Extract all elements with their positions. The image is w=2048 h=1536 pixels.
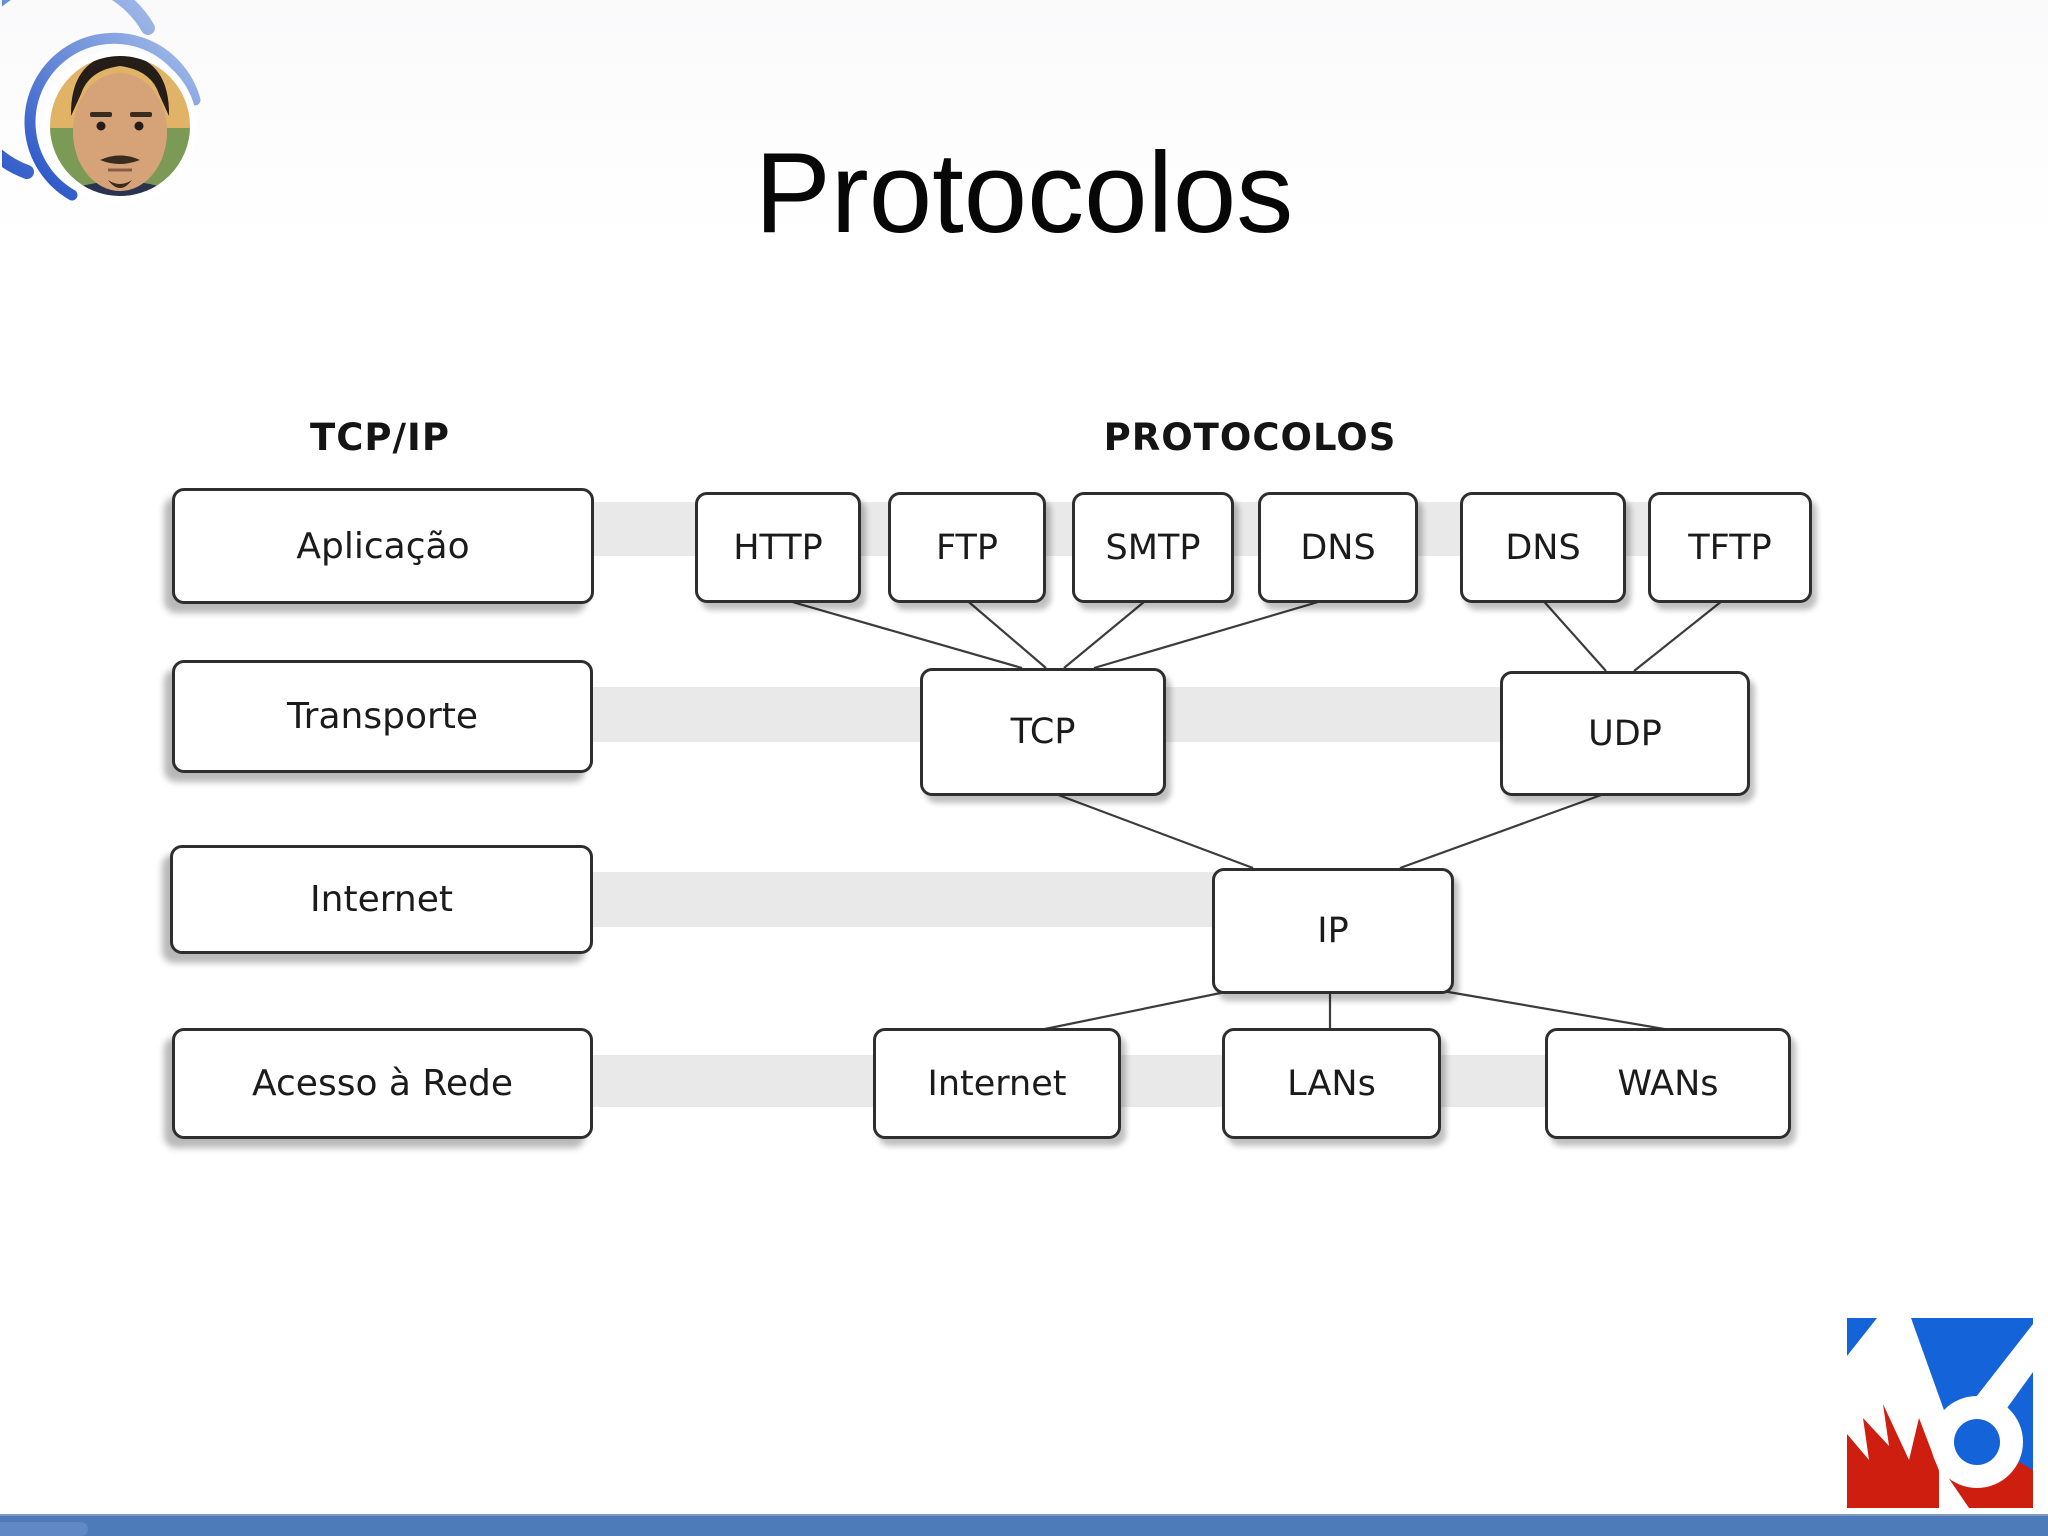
protocol-box-smtp: SMTP — [1072, 492, 1234, 603]
protocol-label: FTP — [935, 527, 998, 568]
layer-box-label: Internet — [310, 879, 453, 920]
avatar-graphic — [0, 0, 201, 203]
connector-line — [774, 595, 1023, 670]
connector-line — [1093, 595, 1336, 670]
connector-line — [1399, 788, 1616, 870]
protocol-box-dns-1: DNS — [1258, 492, 1418, 603]
protocol-label: UDP — [1588, 713, 1662, 754]
layer-band-internet — [575, 872, 1335, 927]
protocol-box-udp: UDP — [1500, 671, 1750, 796]
connector-line — [1633, 596, 1728, 672]
protocol-box-ip: IP — [1212, 868, 1454, 994]
protocol-box-tcp: TCP — [920, 668, 1166, 796]
protocol-label: DNS — [1300, 527, 1376, 568]
protocol-box-tftp: TFTP — [1648, 492, 1812, 603]
footer-bar-left-tab — [0, 1522, 88, 1536]
protocol-box-http: HTTP — [695, 492, 861, 603]
avatar — [0, 0, 242, 249]
protocol-box-lans: LANs — [1222, 1028, 1441, 1139]
column-header-protocolos: PROTOCOLOS — [1103, 416, 1397, 459]
protocol-label: IP — [1317, 911, 1349, 951]
layer-box-label: Acesso à Rede — [252, 1063, 513, 1104]
connector-line — [1424, 986, 1671, 1032]
protocol-box-ftp: FTP — [888, 492, 1046, 603]
layer-box-acesso-a-rede: Acesso à Rede — [172, 1028, 593, 1139]
footer-bar — [0, 1514, 2048, 1536]
layer-box-label: Transporte — [286, 696, 479, 737]
connector-line — [1039, 986, 1246, 1032]
protocol-label: Internet — [927, 1063, 1067, 1104]
layer-box-transporte: Transporte — [172, 660, 593, 773]
layer-box-aplicacao: Aplicação — [172, 488, 594, 604]
protocol-box-internet: Internet — [873, 1028, 1121, 1139]
protocol-label: LANs — [1287, 1063, 1376, 1104]
protocol-label: SMTP — [1105, 527, 1201, 568]
protocol-box-dns-2: DNS — [1460, 492, 1626, 603]
layer-box-internet: Internet — [170, 845, 593, 954]
connector-line — [1539, 596, 1607, 672]
connector-line — [1063, 596, 1151, 669]
connector-line — [1044, 788, 1254, 870]
connector-line — [962, 596, 1047, 669]
mc-logo-graphic — [1847, 1318, 2033, 1508]
column-header-tcpip: TCP/IP — [310, 416, 450, 459]
protocol-label: TCP — [1010, 712, 1076, 752]
layer-box-label: Aplicação — [296, 525, 470, 567]
protocol-label: HTTP — [733, 527, 823, 568]
page-title: Protocolos — [754, 130, 1294, 257]
protocol-box-wans: WANs — [1545, 1028, 1791, 1139]
protocol-label: WANs — [1617, 1063, 1719, 1104]
protocol-label: TFTP — [1688, 527, 1772, 568]
mc-logo — [1847, 1318, 2033, 1512]
protocol-label: DNS — [1505, 527, 1581, 568]
